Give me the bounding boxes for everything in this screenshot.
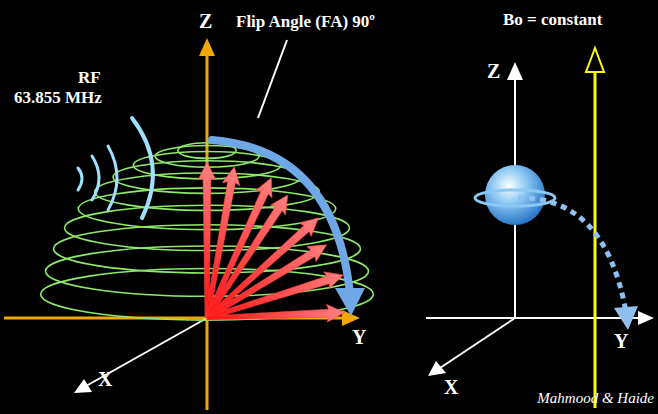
- axis-label: X: [444, 376, 458, 399]
- flip-angle-label: Flip Angle (FA) 90º: [236, 12, 375, 32]
- x-arrowhead: [428, 361, 446, 376]
- precession-rings: [41, 143, 374, 320]
- axis-label: Y: [352, 326, 366, 349]
- rf-wave: [92, 156, 99, 200]
- rf-frequency-label: RF 63.855 MHz: [14, 68, 114, 107]
- magnetization-vectors: [198, 162, 346, 327]
- flip-arrowhead: [335, 288, 365, 316]
- axis-label: Y: [614, 330, 628, 353]
- left-axes: [4, 38, 360, 410]
- x-axis: [440, 318, 515, 368]
- z-arrowhead: [507, 62, 523, 80]
- y-arrowhead: [638, 311, 654, 325]
- tip-path: [518, 198, 626, 312]
- axis-label: Z: [199, 10, 212, 33]
- y-axis: [426, 317, 640, 319]
- tip-arrowhead: [614, 306, 638, 330]
- vector-arrow: [204, 266, 346, 326]
- vector-arrow: [207, 304, 345, 327]
- axis-label: Z: [487, 60, 500, 83]
- leader-line: [258, 40, 287, 118]
- proton-spin: [485, 165, 545, 225]
- magnetization-vector: [204, 266, 346, 326]
- rf-waves: [78, 118, 153, 218]
- b0-arrowhead: [586, 48, 604, 72]
- axis-label: X: [98, 368, 112, 391]
- rf-wave: [132, 118, 153, 218]
- rf-wave: [78, 168, 82, 190]
- x-arrowhead: [74, 379, 92, 393]
- field-label: Bo = constant: [503, 10, 602, 30]
- rf-wave: [108, 146, 117, 210]
- z-arrowhead: [199, 38, 215, 56]
- flip-arrow: [212, 140, 350, 294]
- watermark: Mahmood & Haide: [537, 390, 654, 407]
- right-axes: [426, 62, 654, 376]
- b0-field-line: [594, 72, 597, 408]
- magnetization-vector: [207, 304, 345, 327]
